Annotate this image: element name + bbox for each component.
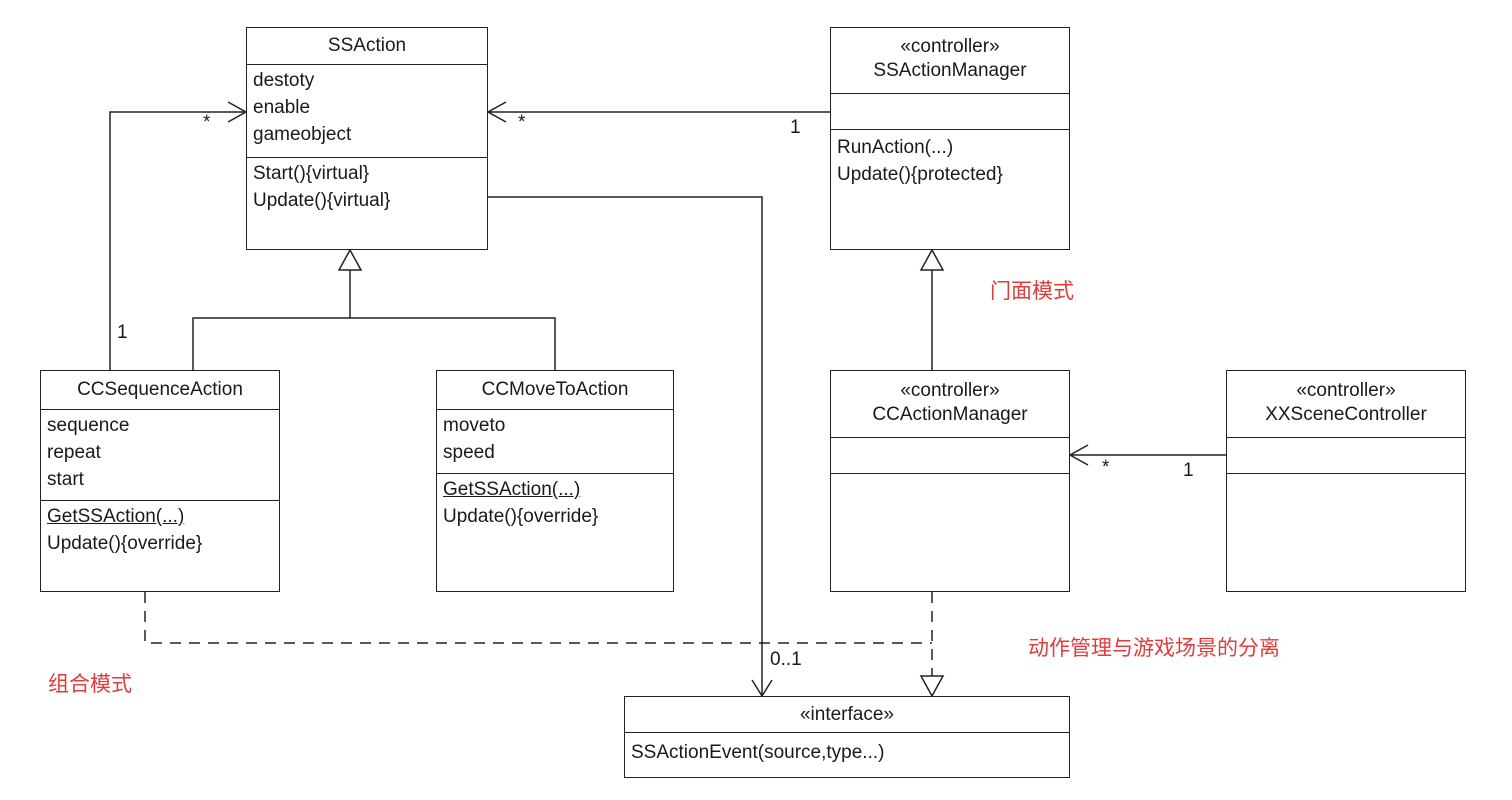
stereotype: «controller»	[900, 380, 1000, 401]
attribute: enable	[253, 97, 311, 118]
stereotype: «interface»	[799, 704, 894, 725]
stereotype: «controller»	[1296, 380, 1396, 401]
attribute: repeat	[47, 442, 101, 463]
static-operation: GetSSAction(...)	[47, 506, 185, 527]
operations-compartment: SSActionEvent(source,type...)	[625, 733, 1069, 770]
gen-seq-branch	[192, 317, 350, 370]
note-facade: 门面模式	[990, 280, 1074, 303]
realize-triangle-event	[919, 675, 945, 698]
attribute: start	[47, 469, 84, 490]
class-name: CCActionManager	[872, 404, 1028, 425]
operation: Start(){virtual}	[253, 163, 370, 184]
class-header: «controller» XXSceneController	[1227, 371, 1465, 438]
class-header: «interface»	[625, 697, 1069, 733]
stereotype: «controller»	[900, 36, 1000, 57]
class-name: CCMoveToAction	[481, 379, 629, 400]
attributes-compartment	[831, 94, 1069, 130]
operations-compartment: Start(){virtual} Update(){virtual}	[247, 158, 487, 218]
interface-ssaction-event[interactable]: «interface» SSActionEvent(source,type...…	[624, 696, 1070, 778]
class-xx-scene-controller[interactable]: «controller» XXSceneController	[1226, 370, 1466, 592]
attributes-compartment: destoty enable gameobject	[247, 65, 487, 158]
attributes-compartment	[831, 438, 1069, 474]
class-ssaction-manager[interactable]: «controller» SSActionManager RunAction(.…	[830, 27, 1070, 250]
attribute: speed	[443, 442, 495, 463]
class-header: «controller» SSActionManager	[831, 28, 1069, 94]
multiplicity-label: *	[203, 112, 211, 133]
operation: Update(){override}	[443, 506, 599, 527]
gen-move-branch	[350, 317, 556, 370]
operation: Update(){virtual}	[253, 190, 391, 211]
assoc-seq-to-ssaction	[109, 111, 244, 370]
multiplicity-label: 1	[1183, 460, 1194, 481]
operations-compartment: GetSSAction(...) Update(){override}	[437, 474, 673, 534]
attribute: gameobject	[253, 124, 352, 145]
note-composite: 组合模式	[48, 673, 132, 696]
attribute: moveto	[443, 415, 506, 436]
class-cc-action-manager[interactable]: «controller» CCActionManager	[830, 370, 1070, 592]
multiplicity-label: 1	[117, 322, 128, 343]
static-operation: GetSSAction(...)	[443, 479, 581, 500]
class-name: CCSequenceAction	[77, 379, 243, 400]
operation: SSActionEvent(source,type...)	[631, 742, 885, 763]
attributes-compartment: moveto speed	[437, 410, 673, 474]
class-ssaction[interactable]: SSAction destoty enable gameobject Start…	[246, 27, 488, 250]
class-name: SSActionManager	[873, 60, 1027, 81]
arrowhead-manager-to-ssaction	[486, 101, 507, 123]
class-name: XXSceneController	[1265, 404, 1427, 425]
class-header: CCSequenceAction	[41, 371, 279, 410]
attributes-compartment	[1227, 438, 1465, 474]
multiplicity-label: *	[1102, 457, 1110, 478]
note-separation: 动作管理与游戏场景的分离	[1028, 637, 1280, 660]
multiplicity-label: 0..1	[770, 649, 802, 670]
operations-compartment	[831, 474, 1069, 482]
class-header: SSAction	[247, 28, 487, 65]
class-cc-sequence-action[interactable]: CCSequenceAction sequence repeat start G…	[40, 370, 280, 592]
class-header: «controller» CCActionManager	[831, 371, 1069, 438]
gen-triangle-ssmanager	[919, 248, 945, 271]
operations-compartment: RunAction(...) Update(){protected}	[831, 130, 1069, 192]
class-name: SSAction	[327, 35, 407, 56]
realize-seq-to-event	[144, 592, 932, 644]
class-cc-move-to-action[interactable]: CCMoveToAction moveto speed GetSSAction(…	[436, 370, 674, 592]
attribute: destoty	[253, 70, 315, 91]
operation: Update(){override}	[47, 533, 203, 554]
operations-compartment: GetSSAction(...) Update(){override}	[41, 501, 279, 561]
operation: Update(){protected}	[837, 164, 1003, 185]
multiplicity-label: *	[518, 112, 526, 133]
arrowhead-scene-to-ccmanager	[1068, 444, 1089, 466]
gen-triangle-ssaction	[337, 248, 363, 271]
assoc-ssaction-to-event	[488, 196, 763, 696]
attribute: sequence	[47, 415, 130, 436]
attributes-compartment: sequence repeat start	[41, 410, 279, 501]
operations-compartment	[1227, 474, 1465, 482]
class-header: CCMoveToAction	[437, 371, 673, 410]
operation: RunAction(...)	[837, 137, 954, 158]
multiplicity-label: 1	[790, 117, 801, 138]
